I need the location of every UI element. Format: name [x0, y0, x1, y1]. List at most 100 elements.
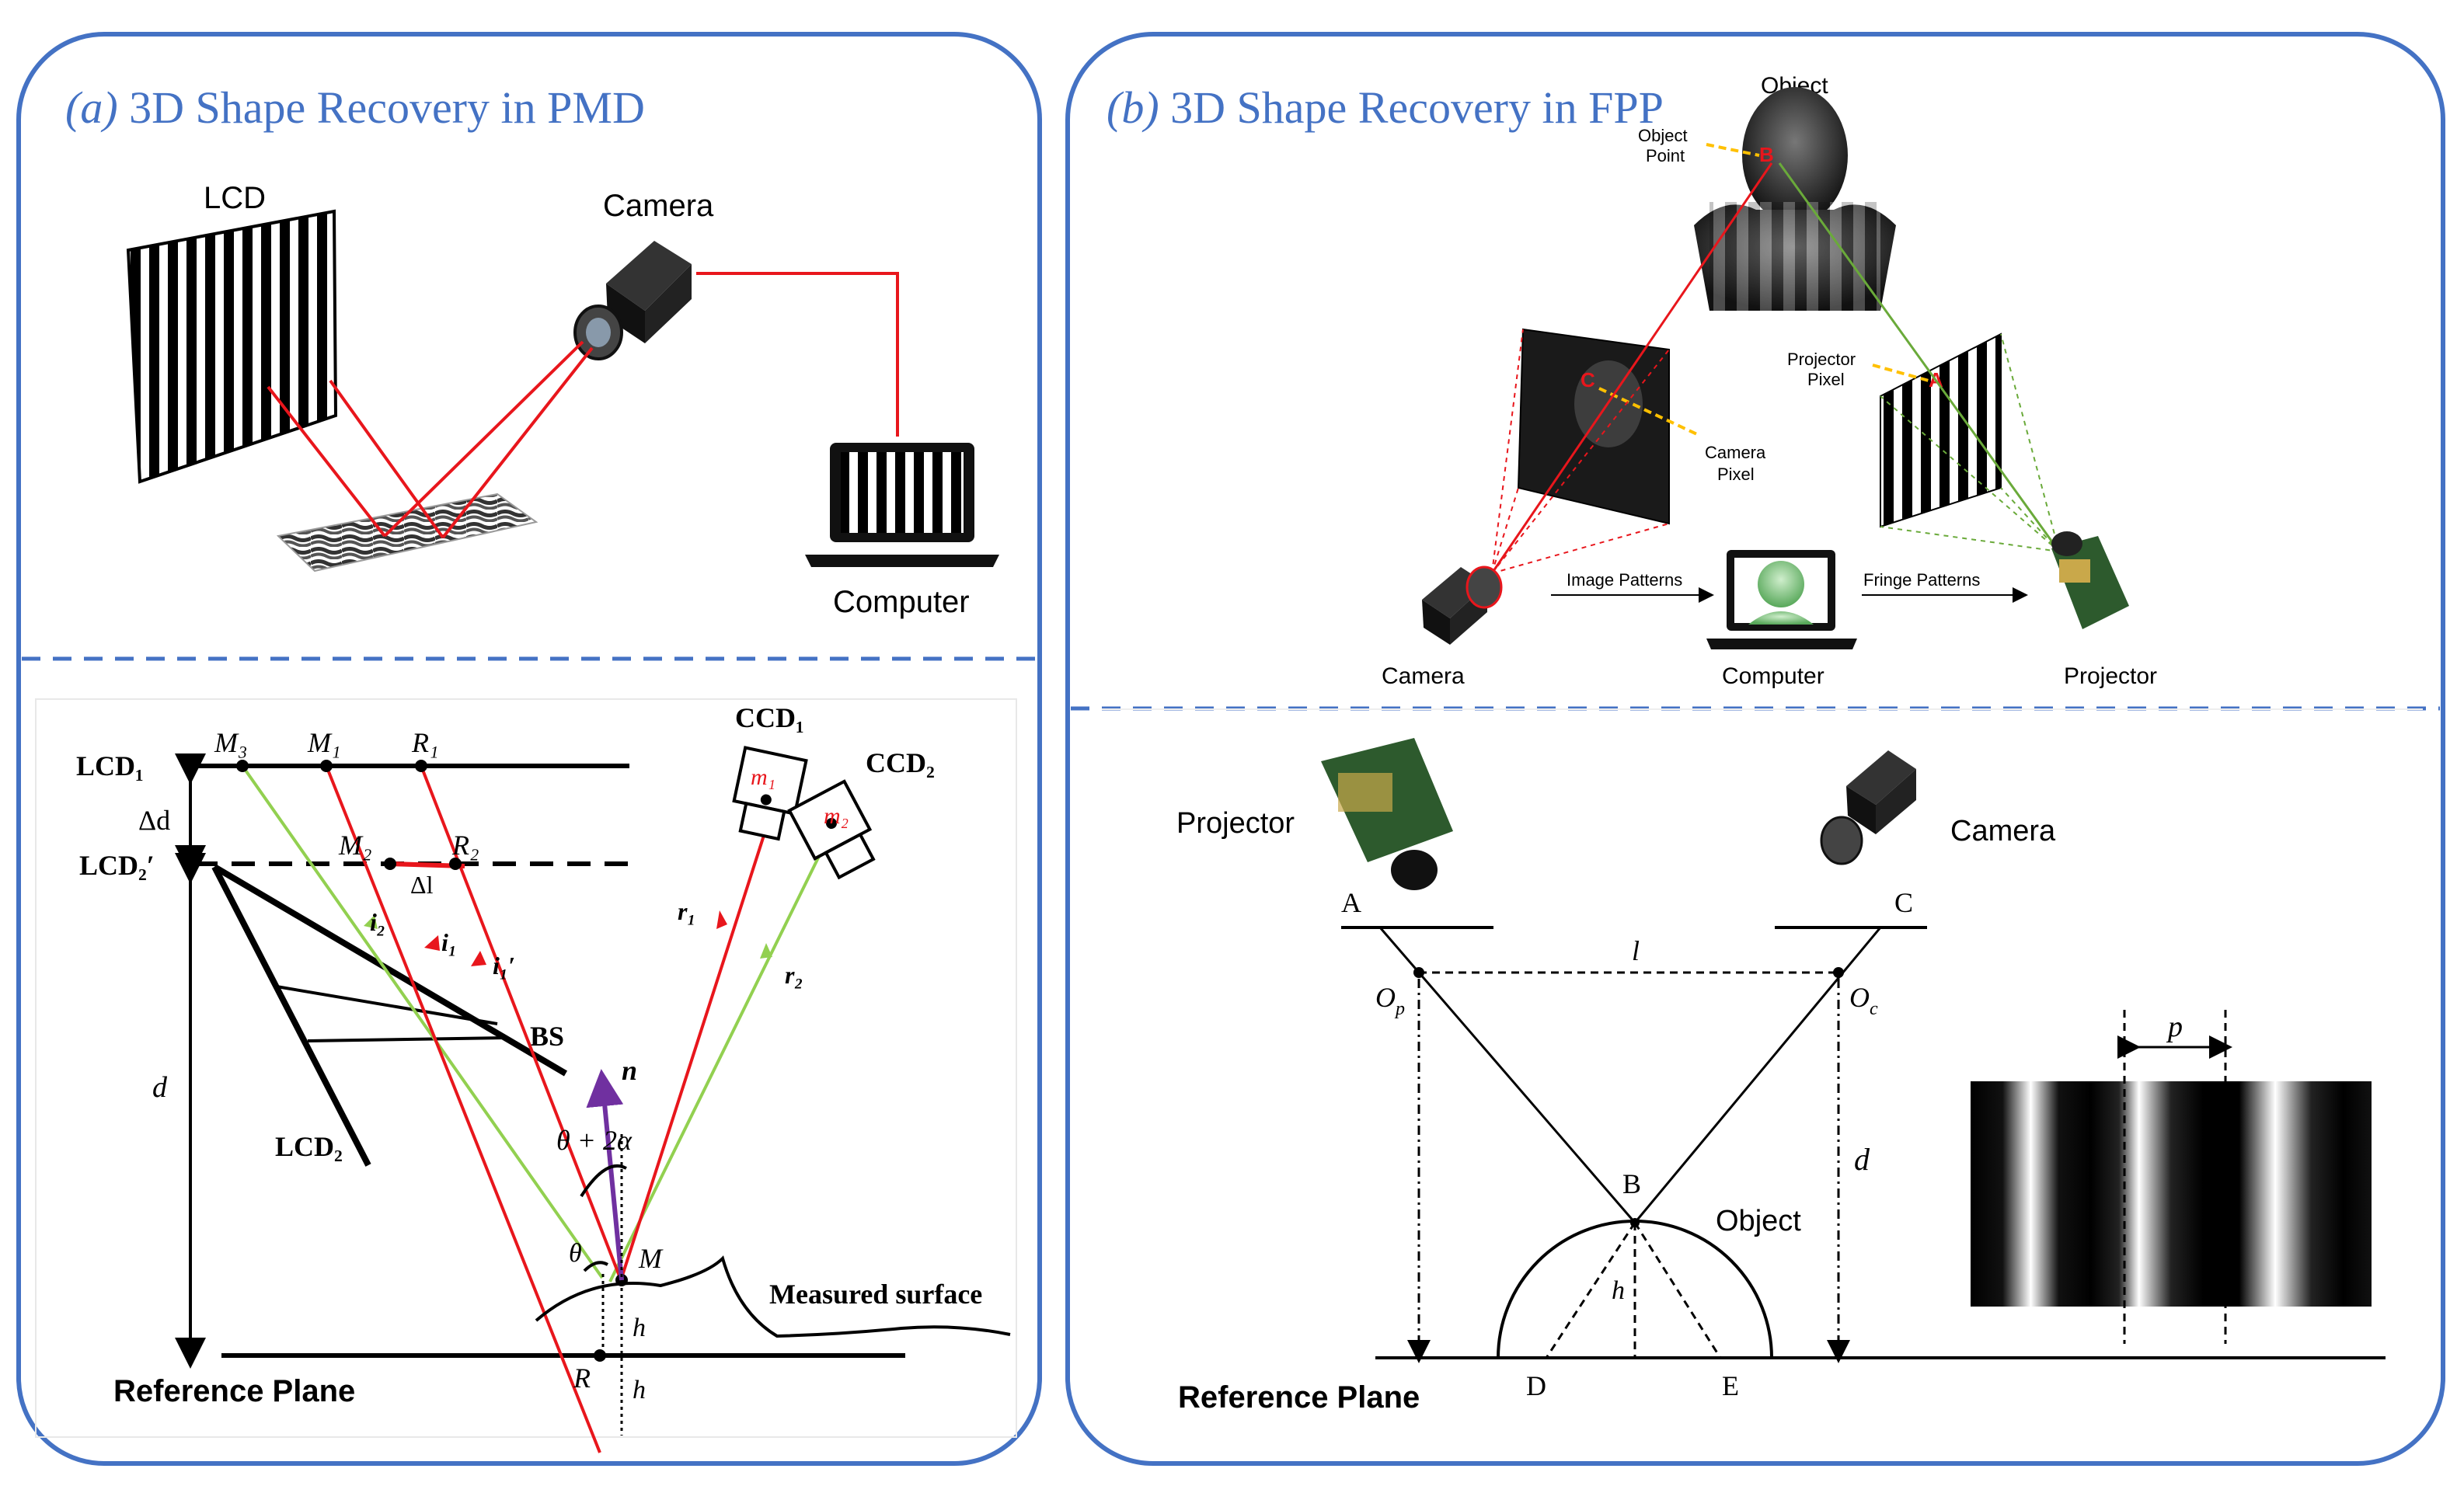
fpp-setup: Object Object Point B C Camera Pixel A P…	[1382, 73, 2157, 689]
fpp-computer-label: Computer	[1722, 663, 1824, 689]
panel-a-title: (a) 3D Shape Recovery in PMD	[65, 82, 645, 133]
arrow-i2	[364, 915, 378, 929]
label-n: n	[622, 1055, 637, 1086]
point-m3	[236, 760, 249, 772]
delta-d-label: Δd	[138, 805, 170, 836]
label-i1: i₁	[441, 928, 457, 956]
cam-frustum-4	[1491, 523, 1670, 574]
measured-surface-label: Measured surface	[769, 1279, 982, 1310]
projector-photo	[1321, 738, 1453, 890]
reference-plane-label-b: Reference Plane	[1178, 1380, 1420, 1415]
label-m2: M₂	[338, 830, 372, 861]
ray-surface-camera-1	[383, 340, 584, 538]
lcd2prime-label: LCD₂′	[79, 850, 155, 881]
projector-pixel-pointer	[1872, 364, 1929, 382]
object-point-label-1: Object	[1638, 126, 1688, 145]
label-ray-r1: r₁	[678, 897, 696, 925]
label-i2: i₂	[370, 908, 385, 936]
ray-i1prime	[420, 765, 622, 1279]
camera-label: Camera	[603, 189, 714, 223]
label-B-b: B	[1622, 1168, 1641, 1199]
point-b-top: B	[1759, 143, 1774, 166]
proj-frustum-1	[1880, 395, 2060, 552]
projector-pixel-label-1: Projector	[1787, 350, 1856, 369]
lcd2-plate	[211, 865, 371, 1167]
measured-surface-curve	[535, 1255, 1011, 1338]
label-h-b: h	[1612, 1276, 1625, 1305]
cam-frustum-1	[1491, 329, 1524, 574]
label-p: p	[2166, 1011, 2183, 1043]
bs-ray-1	[276, 985, 498, 1025]
point-r2	[449, 858, 462, 870]
red-ray-object-camera	[1490, 162, 1773, 574]
panel-a-inset-border	[35, 698, 1017, 1438]
sinusoidal-fringe	[1971, 1081, 2372, 1307]
camera-image	[573, 241, 692, 360]
angle-arc-2	[583, 1261, 608, 1272]
label-oc: Oc	[1849, 982, 1878, 1019]
fpp-camera-image	[1422, 566, 1503, 645]
point-R	[594, 1349, 606, 1362]
fringe-patterns-label: Fringe Patterns	[1863, 570, 1980, 590]
cam-frustum-2	[1491, 349, 1670, 574]
label-E: E	[1722, 1370, 1739, 1401]
ccd1-label: CCD₁	[735, 702, 804, 733]
lcd1-label: LCD₁	[76, 750, 144, 781]
object-point-pointer	[1706, 143, 1760, 157]
projector-fringe-plane	[1880, 332, 2002, 528]
camera-photo	[1820, 750, 1916, 865]
proj-frustum-4	[2000, 487, 2060, 552]
arrow-r2	[760, 943, 772, 959]
computer-label: Computer	[833, 585, 970, 619]
ray-surface-camera-2	[441, 346, 594, 539]
label-R: R	[573, 1362, 591, 1394]
point-op	[1413, 967, 1424, 978]
image-patterns-label: Image Patterns	[1567, 570, 1682, 590]
measured-surface-image	[276, 492, 538, 572]
pmd-setup: LCD Camera Computer	[126, 181, 999, 619]
angle-arc-1	[580, 1164, 627, 1198]
ray-i1	[325, 765, 601, 1453]
fpp-projector-label: Projector	[2064, 663, 2157, 689]
bs-label: BS	[530, 1021, 564, 1052]
ray-i2	[241, 764, 604, 1279]
lcd-label: LCD	[204, 181, 266, 215]
bs-ray-2	[307, 1036, 506, 1042]
projector-pixel-label-2: Pixel	[1807, 370, 1845, 389]
arrow-i1	[424, 935, 440, 951]
projector-label-b: Projector	[1176, 807, 1295, 840]
object-label-b: Object	[1716, 1205, 1801, 1237]
camera-pixel-pointer	[1598, 387, 1699, 437]
ray-A-B	[1378, 927, 1636, 1223]
reference-plane-label-a: Reference Plane	[113, 1374, 355, 1408]
label-m1: M₁	[307, 727, 341, 758]
camera-pixel-label-2: Pixel	[1717, 465, 1755, 484]
dashed-B-E	[1633, 1222, 1722, 1359]
ccd1-m1: m₁	[751, 764, 775, 790]
label-h2: h	[633, 1376, 646, 1404]
pmd-schematic: LCD₁ LCD₂′ LCD₂ Δd d BS	[76, 702, 1011, 1453]
normal-vector	[586, 1069, 624, 1281]
ray-r1	[620, 823, 769, 1279]
ccd2-icon	[787, 779, 876, 880]
ray-lcd-surface-2	[329, 379, 444, 539]
point-oc	[1833, 967, 1844, 978]
panel-b-frame	[1065, 32, 2445, 1466]
point-c-top: C	[1581, 368, 1595, 392]
label-ray-r2: r₂	[785, 961, 803, 989]
fpp-laptop-icon	[1706, 550, 1857, 649]
fpp-schematic: Projector Camera A C l Op Oc d B Obje	[1176, 738, 2386, 1415]
camera-label-b: Camera	[1950, 815, 2056, 847]
cam-frustum-3	[1491, 487, 1519, 574]
green-ray-object-projector	[1778, 162, 2061, 552]
ray-r2	[608, 846, 825, 1282]
panel-b-inset-border	[1102, 708, 2423, 710]
ccd1-icon	[732, 746, 808, 841]
arrow-i1p	[471, 951, 486, 966]
fpp-camera-label: Camera	[1382, 663, 1465, 689]
proj-frustum-3	[1880, 526, 2060, 552]
label-C-b: C	[1894, 887, 1913, 918]
panel-b-title: (b) 3D Shape Recovery in FPP	[1107, 82, 1664, 133]
camera-pixel-label-1: Camera	[1705, 443, 1766, 462]
